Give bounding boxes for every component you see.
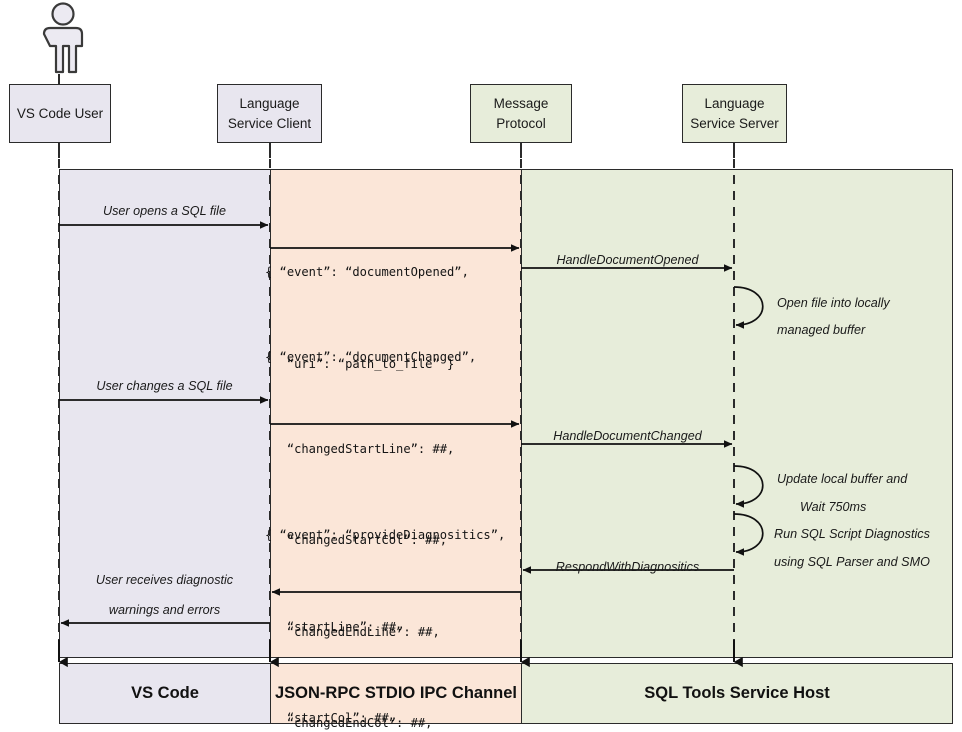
participant-language-service-client[interactable]: Language Service Client [217,84,322,143]
band-vs-code [59,169,271,658]
footer-label: SQL Tools Service Host [644,684,830,702]
payload-line: { “event”: “documentChanged”, [265,350,477,364]
participant-label-line1: Language [704,95,765,111]
payload-line: “changedEndCol”: ##, [265,716,433,730]
note-update-buffer-line1: Update local buffer and [777,472,908,486]
footer-sql-tools: SQL Tools Service Host [521,663,953,724]
footer-label: JSON-RPC STDIO IPC Channel [274,684,518,702]
participant-label-line2: Service Server [690,115,779,131]
label-respond-with-diagnostics: RespondWithDiagnositics [555,560,700,574]
participant-language-service-server[interactable]: Language Service Server [682,84,787,143]
label-user-receives-diagnostics-line1: User receives diagnostic [95,573,234,587]
payload-line: “changedEndLine”: ##, [265,624,440,639]
label-user-opens-sql-file: User opens a SQL file [103,204,226,218]
footer-label: VS Code [131,684,199,702]
payload-line: { “event”: “provideDiagnositics”, [265,528,506,542]
participant-label-line2: Service Client [227,115,312,131]
payload-line: “changedStartCol”: ##, [265,533,448,547]
participant-label-line1: VS Code User [16,105,104,121]
payload-line: “uri”: “path_to_file” } [265,356,455,371]
payload-line: { “event”: “documentOpened”, [265,265,469,279]
label-user-receives-diagnostics-line2: warnings and errors [108,603,221,617]
note-open-file-line1: Open file into locally [777,296,890,310]
payload-line: “changedStartLine”: ##, [265,441,455,456]
participant-message-protocol[interactable]: Message Protocol [470,84,572,143]
label-handle-document-changed: HandleDocumentChanged [553,429,702,443]
note-open-file-line2: managed buffer [777,323,866,337]
note-wait-750ms: Wait 750ms [800,500,867,514]
label-user-changes-sql-file: User changes a SQL file [96,379,233,393]
participant-label-line1: Language [239,95,300,111]
payload-provide-diagnostics: { “event”: “provideDiagnositics”, “start… [265,459,505,732]
participant-label-line2: Protocol [496,115,546,131]
participant-vs-code-user[interactable]: VS Code User [9,84,111,143]
payload-document-changed: { “event”: “documentChanged”, “changedSt… [265,281,505,732]
band-sql-tools [521,169,953,658]
payload-document-opened: { “event”: “documentOpened”, “uri”: “pat… [265,196,469,440]
note-run-diagnostics-line2: using SQL Parser and SMO [774,555,930,569]
footer-vs-code: VS Code [59,663,271,724]
footer-jsonrpc: JSON-RPC STDIO IPC Channel [270,663,522,724]
person-icon [30,2,96,74]
label-handle-document-opened: HandleDocumentOpened [556,253,699,267]
band-jsonrpc [270,169,522,658]
participant-label-line1: Message [493,95,549,111]
note-run-diagnostics-line1: Run SQL Script Diagnostics [774,527,930,541]
payload-line: “startCol”: ##, [265,711,397,725]
payload-line: “startLine”: ##, [265,619,404,634]
